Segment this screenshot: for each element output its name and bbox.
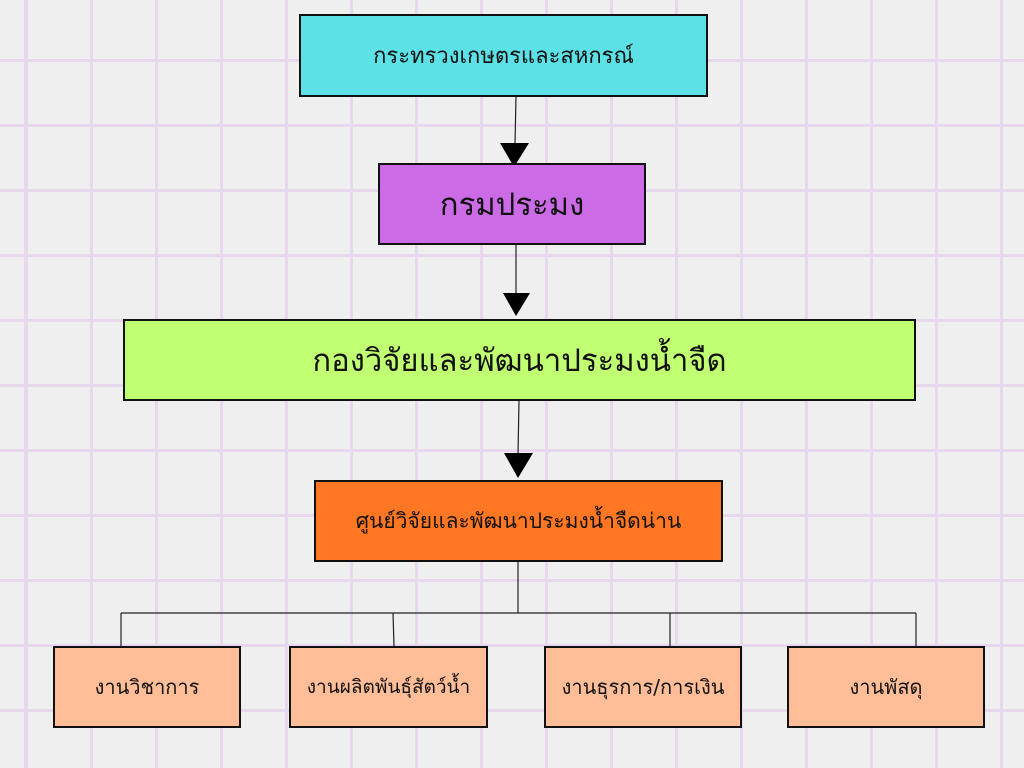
node-label: งานธุรการ/การเงิน bbox=[561, 675, 725, 699]
arrow-head-icon bbox=[503, 293, 530, 316]
node-department: กรมประมง bbox=[378, 163, 646, 245]
node-division: กองวิจัยและพัฒนาประมงน้ำจืด bbox=[123, 319, 916, 401]
node-label: กองวิจัยและพัฒนาประมงน้ำจืด bbox=[312, 343, 727, 379]
node-unit: งานพัสดุ bbox=[787, 646, 985, 728]
node-label: งานพัสดุ bbox=[849, 675, 923, 699]
connector-line bbox=[514, 95, 517, 146]
node-ministry: กระทรวงเกษตรและสหกรณ์ bbox=[299, 14, 708, 97]
arrow-head-icon bbox=[500, 143, 529, 167]
node-unit: งานวิชาการ bbox=[53, 646, 241, 728]
node-label: งานวิชาการ bbox=[94, 675, 200, 699]
node-label: ศูนย์วิจัยและพัฒนาประมงน้ำจืดน่าน bbox=[355, 508, 682, 533]
node-unit: งานธุรการ/การเงิน bbox=[544, 646, 742, 728]
connector-line bbox=[392, 612, 395, 647]
node-label: งานผลิตพันธุ์สัตว์น้ำ bbox=[306, 676, 471, 698]
connector-line bbox=[517, 399, 520, 456]
node-label: กรมประมง bbox=[439, 187, 585, 223]
node-center: ศูนย์วิจัยและพัฒนาประมงน้ำจืดน่าน bbox=[314, 480, 723, 562]
arrow-head-icon bbox=[504, 453, 533, 478]
node-unit: งานผลิตพันธุ์สัตว์น้ำ bbox=[289, 646, 488, 728]
node-label: กระทรวงเกษตรและสหกรณ์ bbox=[373, 44, 634, 69]
